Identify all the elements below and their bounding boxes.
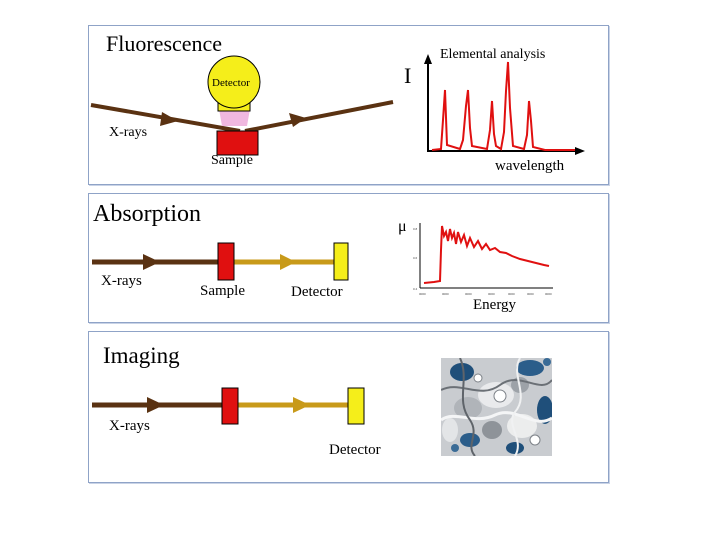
absorption-title: Absorption	[93, 201, 201, 227]
detector-window	[219, 109, 250, 126]
detector-label: Detector	[212, 77, 250, 89]
beam-arrow-icon	[143, 254, 160, 270]
svg-text:0.6: 0.6	[413, 256, 418, 260]
tomography-image	[441, 358, 552, 456]
imaging-detector	[347, 387, 365, 425]
axis-arrow-icon	[575, 147, 585, 155]
imaging-xray-label: X-rays	[109, 418, 150, 434]
axis-arrow-icon	[424, 54, 432, 64]
spectrum-xlabel: wavelength	[495, 158, 565, 174]
svg-text:0000: 0000	[508, 292, 515, 296]
beam-arrow-icon	[293, 397, 310, 413]
svg-text:0000: 0000	[465, 292, 472, 296]
fluorescence-xray-label: X-rays	[109, 125, 148, 140]
svg-text:0.8: 0.8	[413, 227, 418, 231]
absorption-spectrum-line	[423, 225, 550, 284]
fluorescence-detector	[207, 55, 261, 109]
absorption-sample	[217, 242, 235, 281]
fluorescence-sample-label: Sample	[211, 153, 253, 168]
beam-arrow-icon	[289, 113, 306, 127]
fluorescence-sample	[216, 130, 259, 156]
spectrum-title: Elemental analysis	[440, 47, 546, 62]
absorption-detector	[333, 242, 349, 281]
svg-text:0000: 0000	[527, 292, 534, 296]
imaging-sample	[221, 387, 239, 425]
absorption-detector-label: Detector	[291, 284, 343, 300]
beam-arrow-icon	[147, 397, 164, 413]
svg-text:0000: 0000	[442, 292, 449, 296]
fluorescence-outgoing-beam	[244, 100, 394, 133]
svg-text:0000: 0000	[488, 292, 495, 296]
svg-text:0.4: 0.4	[413, 287, 418, 291]
absorption-xlabel: Energy	[473, 297, 517, 313]
svg-text:0000: 0000	[545, 292, 552, 296]
beam-arrow-icon	[160, 112, 178, 126]
absorption-xray-label: X-rays	[101, 273, 142, 289]
svg-text:0000: 0000	[419, 292, 426, 296]
imaging-title: Imaging	[103, 343, 180, 368]
spectrum-ylabel: I	[404, 63, 412, 88]
absorption-sample-label: Sample	[200, 283, 245, 299]
imaging-detector-label: Detector	[329, 442, 381, 458]
fluorescence-title: Fluorescence	[106, 31, 223, 56]
fluorescence-panel	[88, 25, 609, 185]
absorption-ylabel: μ	[398, 218, 407, 235]
beam-arrow-icon	[280, 254, 296, 270]
fluorescence-spectrum-line	[431, 61, 575, 151]
